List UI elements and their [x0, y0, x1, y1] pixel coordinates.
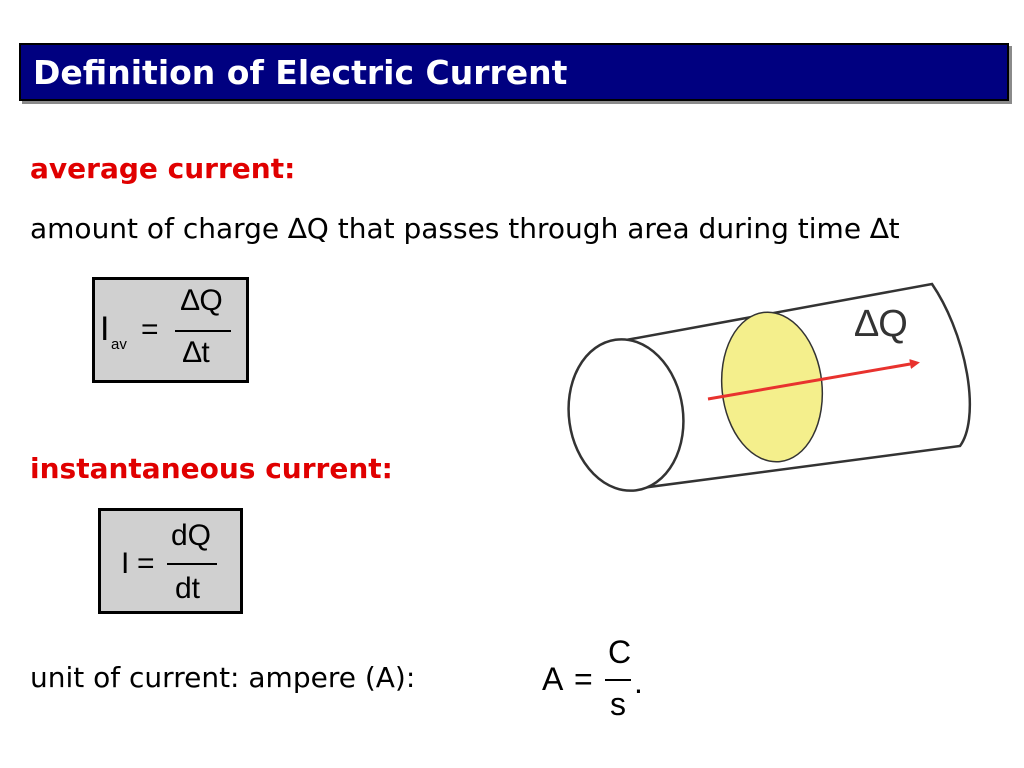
- formula-symbol: A: [542, 661, 564, 697]
- conductor-cylinder-diagram: ∆Q: [567, 282, 972, 492]
- cylinder-left-cap: [567, 338, 685, 492]
- formula-denominator: s: [610, 686, 626, 722]
- fraction-line: [175, 330, 231, 332]
- formula-numerator: ∆Q: [181, 284, 223, 317]
- formula-equals: =: [137, 547, 155, 580]
- average-current-formula-box: I av = ∆Q ∆t: [92, 277, 249, 383]
- formula-period: .: [634, 664, 643, 700]
- current-direction-arrow: [707, 359, 920, 401]
- formula-numerator: C: [608, 634, 632, 670]
- page-title: Definition of Electric Current: [33, 53, 568, 92]
- unit-formula: A = C s .: [530, 634, 670, 726]
- delta-q-label: ∆Q: [855, 303, 908, 345]
- average-current-description: amount of charge ∆Q that passes through …: [30, 212, 900, 245]
- unit-of-current-text: unit of current: ampere (A):: [30, 661, 416, 694]
- formula-subscript: av: [111, 336, 127, 353]
- formula-equals: =: [574, 661, 593, 697]
- title-bar: Definition of Electric Current: [19, 43, 1009, 101]
- formula-denominator: ∆t: [183, 336, 210, 369]
- instantaneous-current-formula-box: I = dQ dt: [98, 508, 243, 614]
- fraction-line: [605, 679, 631, 681]
- formula-equals: =: [141, 313, 159, 346]
- formula-denominator: dt: [175, 572, 201, 605]
- average-current-heading: average current:: [30, 152, 296, 185]
- formula-numerator: dQ: [171, 519, 212, 552]
- formula-symbol: I: [121, 547, 130, 580]
- formula-symbol: I: [100, 310, 110, 348]
- instantaneous-current-heading: instantaneous current:: [30, 452, 393, 485]
- fraction-line: [167, 563, 217, 565]
